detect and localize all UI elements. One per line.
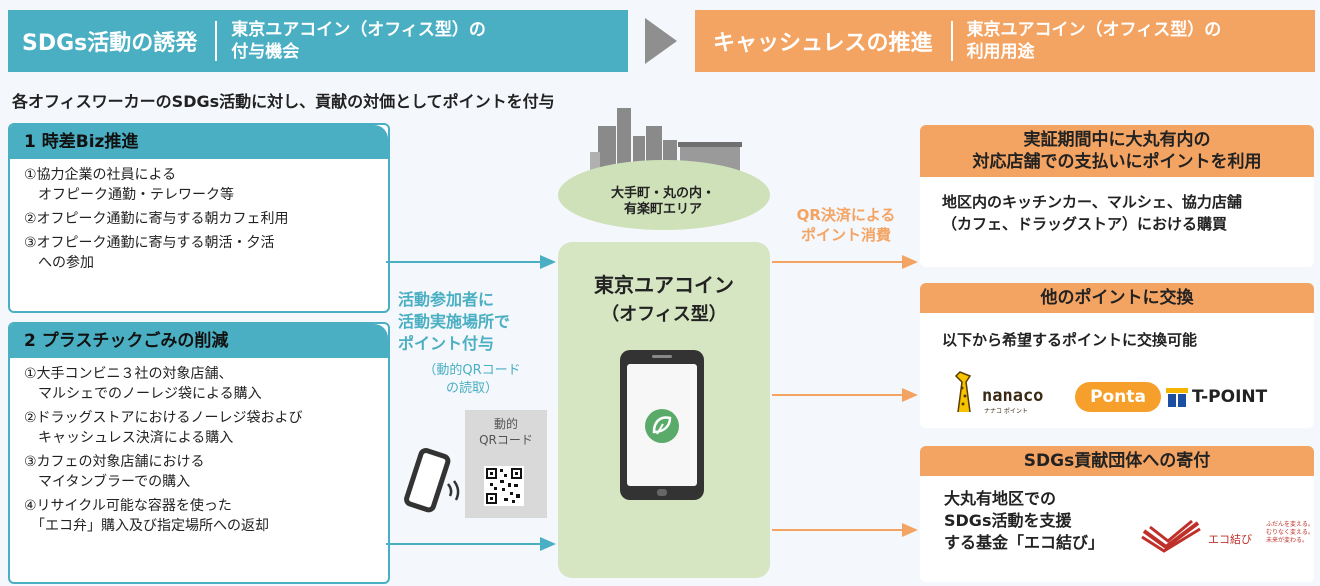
header-left-divider [215,21,218,61]
arrowhead-icon [902,388,918,402]
tpoint-icon [1166,388,1188,407]
list-item: ②オフピーク通勤に寄与する朝カフェ利用 [24,211,289,227]
box-payment-title: 実証期間中に大丸有内の 対応店舗での支払いにポイントを利用 [920,125,1314,177]
grant-text-3: ポイント付与 [398,334,495,353]
list-item: ③オフピーク通勤に寄与する朝活・夕活 への参加 [24,235,275,271]
header-right: キャッシュレスの推進 東京ユアコイン（オフィス型）の 利用用途 [695,10,1315,72]
lead-text: 各オフィスワーカーのSDGs活動に対し、貢献の対価としてポイントを付与 [12,92,555,111]
giraffe-icon [954,371,972,413]
list-item: ①協力企業の社員による オフピーク通勤・テレワーク等 [24,167,234,203]
box-payment-body: 地区内のキッチンカー、マルシェ、協力店舗 （カフェ、ドラッグストア）における購買 [942,193,1242,233]
eco-musubi-tagline: ふだんを変える。 むりなく変える。 未来が変わる。 [1266,521,1314,544]
area-label: 大手町・丸の内・ 有楽町エリア [610,186,715,217]
header-right-divider [950,21,953,61]
box-exchange-title: 他のポイントに交換 [920,283,1314,313]
grant-text-1: 活動参加者に [398,290,495,309]
arrowhead-icon [540,255,556,269]
box-donation-title: SDGs貢献団体への寄付 [920,446,1314,476]
tpoint-logo: T-POINT [1192,387,1268,407]
box-plastic-list: ①大手コンビニ３社の対象店舗、 マルシェでのノーレジ袋による購入 ②ドラッグスト… [10,358,388,536]
arrowhead-icon [902,255,918,269]
smartphone-icon [620,350,704,500]
chevron-right-icon [645,18,677,64]
list-item: ②ドラッグストアにおけるノーレジ袋および キャッシュレス決済による購入 [24,410,303,446]
nanaco-logo-sub: ナナコ ポイント [984,408,1028,415]
qr-code-label: 動的 QRコード [479,417,533,447]
phone-speaker [652,355,672,358]
eco-musubi-icon [1141,519,1201,553]
phone-scanning-icon [404,448,460,513]
header-left-title: SDGs活動の誘発 [22,31,198,56]
coin-subtitle: （オフィス型） [601,304,727,325]
header-right-subtitle: 東京ユアコイン（オフィス型）の 利用用途 [966,20,1222,62]
box-donation-body: 大丸有地区での SDGs活動を支援 する基金「エコ結び」 [944,489,1105,552]
list-item: ④リサイクル可能な容器を使った 「エコ弁」購入及び指定場所への返却 [24,498,269,534]
box-jisa-biz: 1 時差Biz推進 ①協力企業の社員による オフピーク通勤・テレワーク等 ②オフ… [8,123,390,313]
arrowhead-icon [902,523,918,537]
phone-screen [627,364,697,486]
coin-leaf-icon [645,409,679,443]
box-exchange-body: 以下から希望するポイントに交換可能 [942,331,1198,349]
box-plastic-title: 2 プラスチックごみの削減 [10,324,388,358]
list-item: ③カフェの対象店舗における マイタンブラーでの購入 [24,454,205,490]
box-payment: 実証期間中に大丸有内の 対応店舗での支払いにポイントを利用 地区内のキッチンカー… [920,125,1314,267]
qr-code-icon [484,466,524,506]
box-jisa-biz-title: 1 時差Biz推進 [10,125,388,159]
box-plastic: 2 プラスチックごみの削減 ①大手コンビニ３社の対象店舗、 マルシェでのノーレジ… [8,322,390,584]
coin-title: 東京ユアコイン [594,273,734,297]
header-left: SDGs活動の誘発 東京ユアコイン（オフィス型）の 付与機会 [8,10,628,72]
qr-note: （動的QRコード の読取） [423,363,521,396]
qr-consume-text: QR決済による ポイント消費 [796,206,896,244]
grant-text-2: 活動実施場所で [398,312,511,331]
header-left-subtitle: 東京ユアコイン（オフィス型）の 付与機会 [231,20,486,62]
header-right-title: キャッシュレスの推進 [713,31,933,56]
eco-musubi-logo: エコ結び [1208,533,1252,546]
area-ellipse [558,160,770,230]
phone-home-button [657,489,667,496]
arrowhead-icon [540,537,556,551]
nanaco-logo: nanaco [982,386,1044,406]
list-item: ①大手コンビニ３社の対象店舗、 マルシェでのノーレジ袋による購入 [24,366,262,402]
ponta-logo: Ponta [1075,382,1161,412]
box-donation: SDGs貢献団体への寄付 大丸有地区での SDGs活動を支援 する基金「エコ結び… [920,446,1314,582]
box-jisa-biz-list: ①協力企業の社員による オフピーク通勤・テレワーク等 ②オフピーク通勤に寄与する… [10,159,388,273]
